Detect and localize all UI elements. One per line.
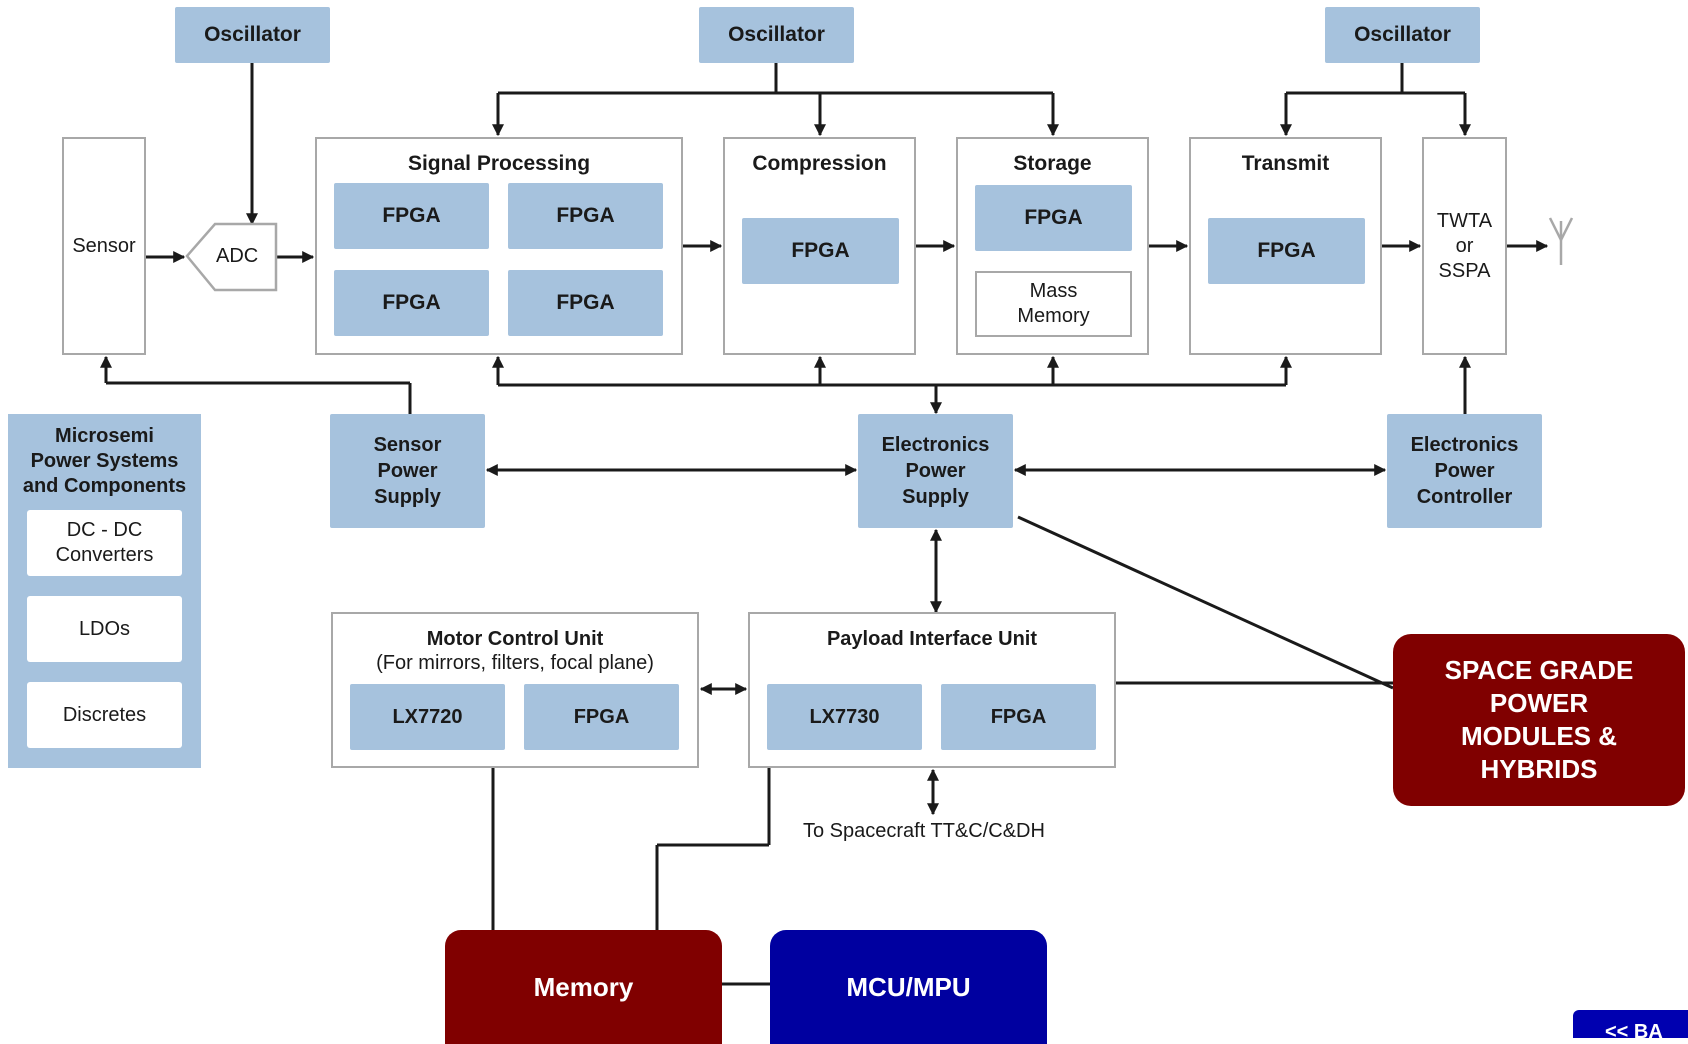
electronics-power-supply: Electronics Power Supply — [858, 414, 1013, 528]
fpga-chip: FPGA — [524, 684, 679, 750]
lx7720-chip: LX7720 — [350, 684, 505, 750]
payload-interface-unit-block: Payload Interface Unit LX7730 FPGA — [748, 612, 1116, 768]
antenna-icon — [1548, 217, 1574, 265]
transmit-title: Transmit — [1241, 152, 1330, 175]
signal-processing-title: Signal Processing — [407, 152, 591, 175]
microsemi-title: Microsemi Power Systems and Components — [22, 425, 187, 497]
adc-shape — [185, 222, 278, 292]
fpga-chip: FPGA — [508, 183, 663, 249]
lx7730-chip: LX7730 — [767, 684, 922, 750]
payload-interface-unit-title: Payload Interface Unit — [826, 628, 1038, 650]
microsemi-panel: Microsemi Power Systems and Components D… — [8, 414, 201, 768]
transmit-block: Transmit FPGA — [1189, 137, 1382, 355]
discretes-item: Discretes — [27, 682, 182, 748]
oscillator-2: Oscillator — [699, 7, 854, 63]
sensor-label: Sensor — [72, 234, 136, 257]
dc-dc-converters-item: DC - DC Converters — [27, 510, 182, 576]
fpga-chip: FPGA — [941, 684, 1096, 750]
memory-button[interactable]: Memory — [445, 930, 722, 1044]
fpga-chip: FPGA — [975, 185, 1132, 251]
signal-processing-block: Signal Processing FPGA FPGA FPGA FPGA — [315, 137, 683, 355]
oscillator-3: Oscillator — [1325, 7, 1480, 63]
oscillator-1: Oscillator — [175, 7, 330, 63]
fpga-chip: FPGA — [1208, 218, 1365, 284]
sensor-power-supply: Sensor Power Supply — [330, 414, 485, 528]
sensor-block: Sensor — [62, 137, 146, 355]
storage-title: Storage — [1013, 152, 1092, 175]
mcu-mpu-button[interactable]: MCU/MPU — [770, 930, 1047, 1044]
adc-label: ADC — [216, 245, 259, 267]
fpga-chip: FPGA — [334, 183, 489, 249]
fpga-chip: FPGA — [508, 270, 663, 336]
motor-control-unit-block: Motor Control Unit (For mirrors, filters… — [331, 612, 699, 768]
fpga-chip: FPGA — [334, 270, 489, 336]
electronics-power-controller: Electronics Power Controller — [1387, 414, 1542, 528]
motor-control-unit-subtitle: (For mirrors, filters, focal plane) — [376, 652, 654, 674]
compression-title: Compression — [752, 152, 887, 175]
compression-block: Compression FPGA — [723, 137, 916, 355]
twta-sspa-block: TWTA or SSPA — [1422, 137, 1507, 355]
ldos-item: LDOs — [27, 596, 182, 662]
fpga-chip: FPGA — [742, 218, 899, 284]
spacecraft-label: To Spacecraft TT&C/C&DH — [803, 820, 1045, 842]
back-button[interactable]: << BA — [1573, 1010, 1688, 1038]
motor-control-unit-title: Motor Control Unit — [426, 628, 604, 650]
space-grade-power-modules-callout[interactable]: SPACE GRADE POWER MODULES & HYBRIDS — [1393, 634, 1685, 806]
storage-block: Storage FPGA Mass Memory — [956, 137, 1149, 355]
mass-memory-block: Mass Memory — [975, 271, 1132, 337]
